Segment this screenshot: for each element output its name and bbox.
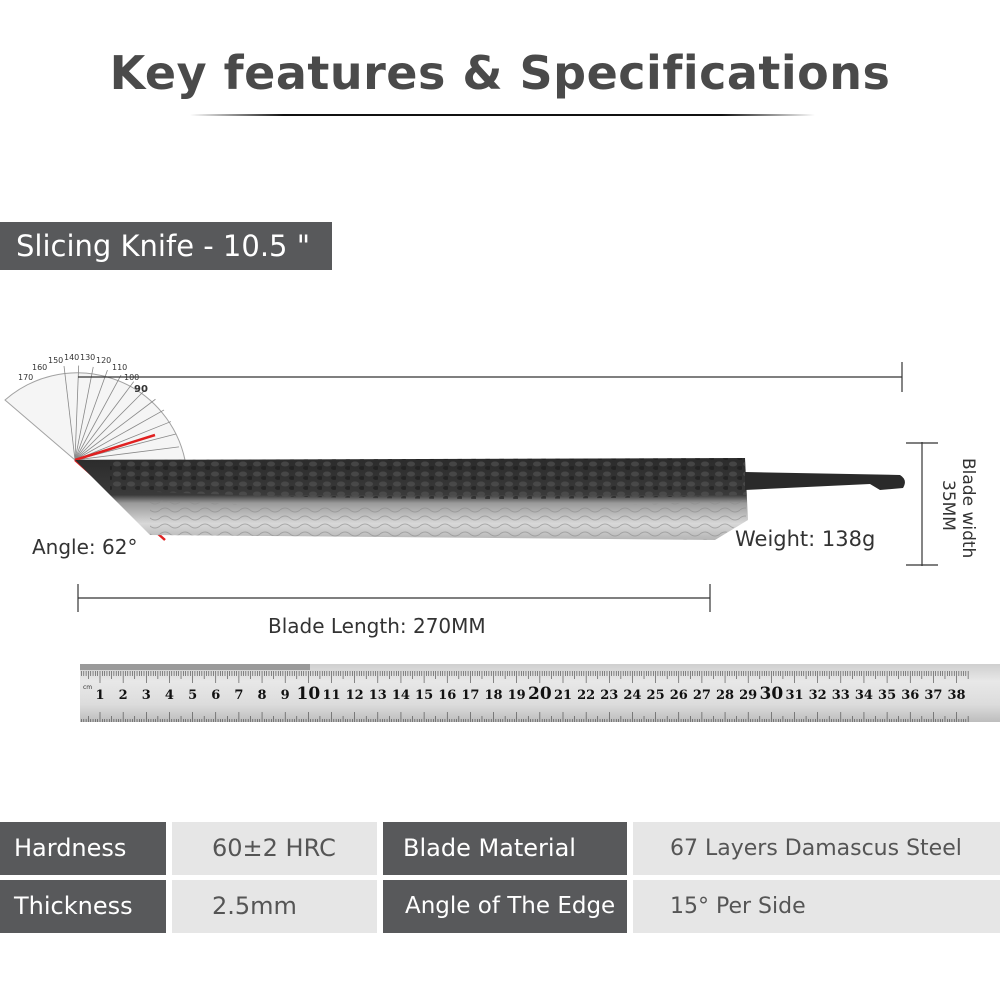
knife-name-banner: Slicing Knife - 10.5 " (0, 222, 332, 270)
ruler-number: 27 (693, 688, 711, 703)
ruler-number: 19 (508, 688, 526, 703)
protractor-ray (74, 365, 80, 461)
angle-line-top (74, 433, 156, 462)
ruler-number: 5 (188, 688, 197, 703)
knife-damascus-pattern (150, 500, 746, 540)
ruler-number: 22 (577, 688, 595, 703)
protractor-label: 150 (48, 356, 63, 365)
knife (75, 458, 905, 540)
spec-value-hardness: 60±2 HRC (172, 822, 377, 875)
ruler-number: 30 (760, 684, 784, 704)
angle-annotation: Angle: 62° (32, 535, 138, 559)
ruler-number: 16 (438, 688, 456, 703)
protractor-ray (74, 369, 108, 461)
spec-label-blade-material: Blade Material (383, 822, 627, 875)
ruler-number: 21 (554, 688, 572, 703)
ruler-number: 1 (95, 688, 104, 703)
ruler-number: 8 (258, 688, 267, 703)
spec-value-edge-angle: 15° Per Side (633, 880, 1000, 933)
ruler-number: 20 (528, 684, 552, 704)
protractor-ray (74, 381, 135, 461)
protractor-label: 90 (134, 384, 148, 395)
ruler-number: 17 (461, 688, 479, 703)
ruler-number: 35 (878, 688, 896, 703)
ruler-number: 9 (281, 688, 290, 703)
ruler-number: 13 (369, 688, 387, 703)
ruler-number: 38 (948, 688, 966, 703)
dimension-lines (77, 362, 938, 612)
protractor-label: 130 (80, 353, 95, 362)
knife-tang (745, 472, 905, 490)
ruler-number: 12 (346, 688, 364, 703)
ruler-number: 10 (297, 684, 321, 704)
ruler-number: 28 (716, 688, 734, 703)
ruler-number: 15 (415, 688, 433, 703)
ruler-number: 24 (623, 688, 641, 703)
ruler-number: 36 (901, 688, 919, 703)
protractor-label: 170 (18, 373, 33, 382)
protractor-ray (74, 366, 94, 461)
spec-label-thickness: Thickness (0, 880, 166, 933)
ruler-edge (80, 664, 310, 670)
ruler-number: 37 (924, 688, 942, 703)
ruler-number: 25 (647, 688, 665, 703)
spec-value-thickness: 2.5mm (172, 880, 377, 933)
spec-value-blade-material: 67 Layers Damascus Steel (633, 822, 1000, 875)
ruler-number: 31 (785, 688, 803, 703)
blade-length-annotation: Blade Length: 270MM (268, 614, 486, 638)
ruler-number: 23 (600, 688, 618, 703)
ruler-number: 29 (739, 688, 757, 703)
ruler-number: 14 (392, 688, 410, 703)
protractor-ray (63, 365, 76, 461)
spec-label-edge-angle: Angle of The Edge (383, 880, 627, 933)
protractor-ray (74, 398, 156, 461)
protractor-ray (74, 446, 180, 461)
protractor-label: 120 (96, 356, 111, 365)
ruler-number: 26 (670, 688, 688, 703)
ruler-number: 2 (119, 688, 128, 703)
ruler-number: 6 (211, 688, 220, 703)
ruler-number: 33 (832, 688, 850, 703)
protractor-ray (74, 421, 172, 461)
ruler-number: 7 (234, 688, 243, 703)
protractor-ray (74, 409, 165, 461)
protractor-body (4, 372, 186, 461)
knife-hammered-finish (110, 458, 746, 499)
page-title: Key features & Specifications (109, 46, 891, 100)
protractor-label: 140 (64, 353, 79, 362)
protractor-label: 110 (112, 363, 127, 372)
knife-diagram: 170 160 150 140 130 120 110 100 90 (0, 330, 1000, 650)
ruler-unit: cm (83, 684, 92, 691)
ruler-number: 4 (165, 688, 174, 703)
ruler-number: 34 (855, 688, 873, 703)
blade-width-label: Blade width (958, 458, 978, 559)
ruler-number: 11 (322, 688, 340, 703)
blade-width-value: 35MM (938, 480, 958, 531)
protractor-ray (74, 389, 146, 461)
spec-table: Hardness 60±2 HRC Blade Material 67 Laye… (0, 822, 1000, 934)
title-divider (190, 114, 815, 116)
ruler-number: 32 (809, 688, 827, 703)
knife-illustration: 170 160 150 140 130 120 110 100 90 (4, 353, 938, 612)
spec-label-hardness: Hardness (0, 822, 166, 875)
weight-annotation: Weight: 138g (735, 527, 876, 551)
ruler-number: 18 (485, 688, 503, 703)
ruler-number: 3 (142, 688, 151, 703)
protractor-label: 160 (32, 363, 47, 372)
protractor-ray (74, 374, 122, 461)
